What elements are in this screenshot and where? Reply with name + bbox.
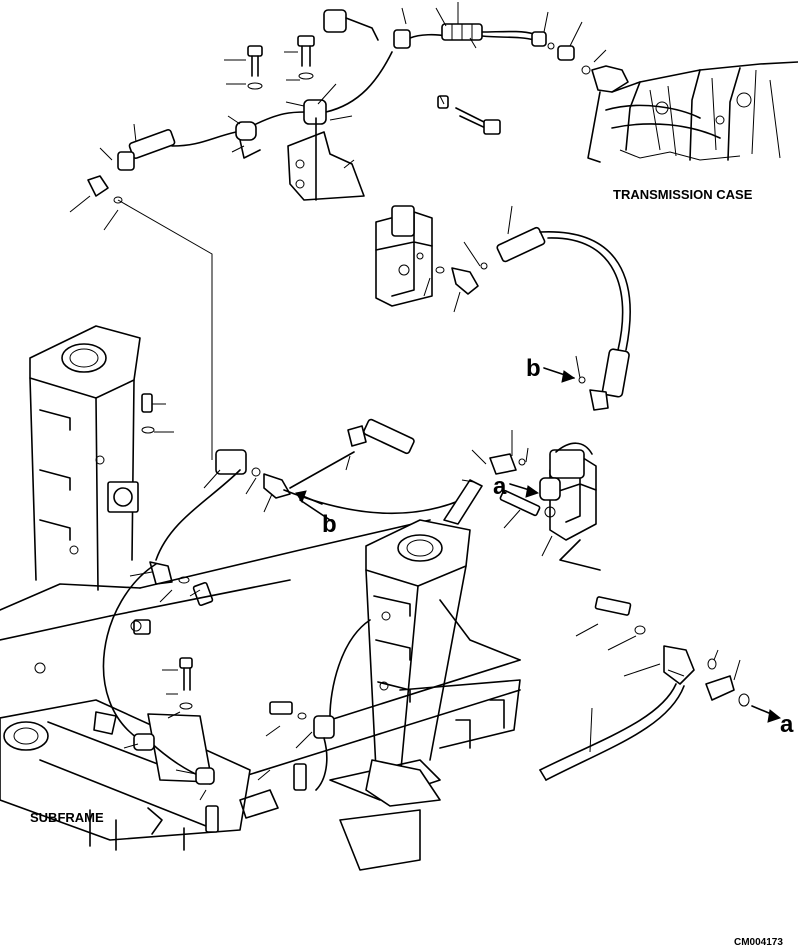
solenoid-valve-upper <box>375 205 631 411</box>
main-frame <box>0 519 521 871</box>
callout-leaders <box>69 2 741 801</box>
figure-id: CM004173 <box>734 937 783 948</box>
subframe-label: SUBFRAME <box>30 810 104 825</box>
ref-a-lower: a <box>780 711 794 738</box>
solenoid-valve-lower <box>443 442 601 571</box>
lower-right-hose <box>539 596 750 781</box>
sensor-harness <box>149 418 471 607</box>
wire-lead <box>117 199 213 460</box>
transmission-case <box>587 61 798 163</box>
ref-b-upper: b <box>526 355 541 382</box>
transmission-case-label: TRANSMISSION CASE <box>613 187 753 202</box>
left-frame-tower <box>29 325 155 591</box>
ref-b-lower: b <box>322 511 337 538</box>
ref-a-upper: a <box>493 473 507 500</box>
reference-arrows <box>295 367 782 723</box>
top-hose-assembly <box>87 9 591 204</box>
center-frame-tower <box>329 519 471 807</box>
